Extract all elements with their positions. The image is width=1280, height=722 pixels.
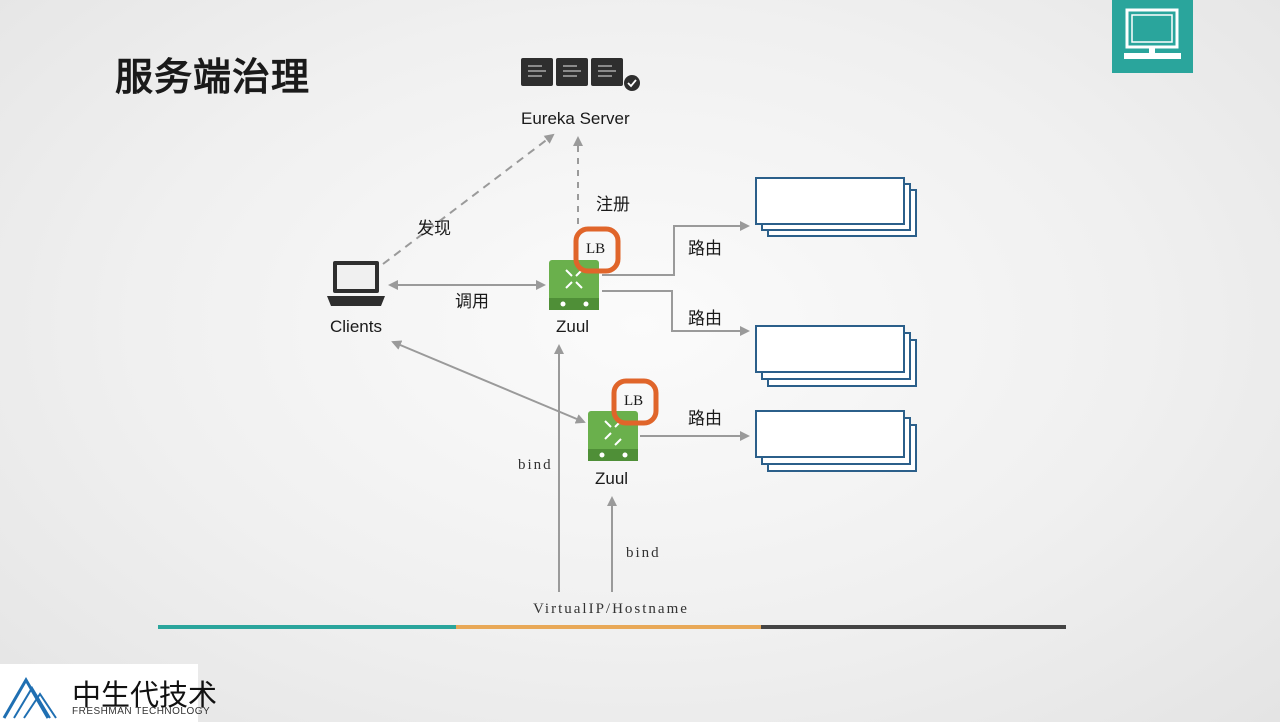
lb-bottom-label: LB (624, 393, 644, 409)
route-label-2: 路由 (688, 309, 722, 329)
service-stack-1 (755, 177, 917, 237)
logo-text-en: FRESHMAN TECHNOLOGY (72, 706, 211, 717)
eureka-server-icon (521, 58, 640, 91)
bind-label-1: bind (518, 457, 553, 473)
route-label-1: 路由 (688, 239, 722, 259)
zuul-top-label: Zuul (556, 317, 590, 336)
bind-label-2: bind (626, 545, 661, 561)
register-label: 注册 (596, 195, 630, 215)
service-stack-2 (755, 325, 917, 387)
eureka-server-label: Eureka Server (521, 109, 630, 128)
zuul-top-icon (549, 260, 599, 310)
zuul-bottom-icon (588, 411, 638, 461)
logo-mountain-icon (2, 677, 57, 719)
invoke-label: 调用 (455, 292, 489, 312)
clients-label: Clients (330, 317, 382, 336)
monitor-icon (1124, 8, 1181, 59)
page-title: 服务端治理 (115, 55, 311, 99)
virtual-ip-label: VirtualIP/Hostname (533, 601, 689, 617)
laptop-icon (327, 261, 385, 306)
route-label-3: 路由 (688, 409, 722, 429)
lb-badge-top (573, 226, 621, 274)
monitor-tile[interactable] (1112, 0, 1193, 73)
zuul-bottom-label: Zuul (595, 469, 629, 488)
lb-badge-bottom (611, 378, 659, 426)
lb-top-label: LB (586, 241, 606, 257)
service-stack-3 (755, 410, 917, 472)
logo-text-cn: 中生代技术 (72, 678, 218, 712)
discover-label: 发现 (417, 219, 451, 239)
